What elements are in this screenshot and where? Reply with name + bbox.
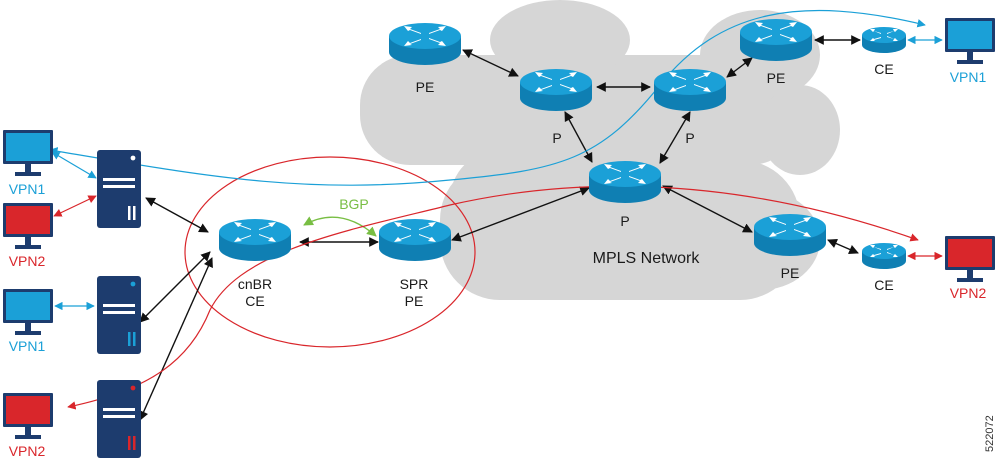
link-pe-br-to-ce-br xyxy=(827,239,859,254)
label-cnbr: cnBR xyxy=(238,276,272,292)
label-pe-bottom-right: PE xyxy=(781,265,800,281)
router-pe-top-left xyxy=(389,23,461,65)
router-cnbr xyxy=(219,219,291,261)
router-p-center xyxy=(589,161,661,203)
label-ce-top-right: CE xyxy=(874,61,893,77)
monitor-vpn1-left-1 xyxy=(3,130,53,176)
link-server3-to-cnbr xyxy=(139,257,213,421)
monitor-vpn1-right xyxy=(945,18,995,64)
link-vpn2-monitor1-server1 xyxy=(53,195,97,217)
monitor-vpn2-left-1 xyxy=(3,203,53,249)
label-vpn2-left-1: VPN2 xyxy=(9,253,46,269)
router-spr xyxy=(379,219,451,261)
link-p-center-to-spr xyxy=(451,186,590,242)
link-p-center-to-pe-br xyxy=(662,185,753,233)
monitor-vpn2-right xyxy=(945,236,995,282)
label-vpn2-left-2: VPN2 xyxy=(9,443,46,459)
router-pe-top-right xyxy=(740,19,812,61)
label-mpls-network: MPLS Network xyxy=(593,250,701,267)
monitor-vpn1-left-2 xyxy=(3,289,53,335)
vpn1-path xyxy=(49,9,926,186)
label-p-right: P xyxy=(685,130,694,146)
label-spr: SPR xyxy=(400,276,429,292)
monitor-vpn2-left-2 xyxy=(3,393,53,439)
router-p-left xyxy=(520,69,592,111)
label-ce-bottom-right: CE xyxy=(874,277,893,293)
label-pe-top-left: PE xyxy=(416,79,435,95)
server-1 xyxy=(97,150,141,228)
label-vpn1-left-2: VPN1 xyxy=(9,338,46,354)
link-server1-to-cnbr xyxy=(145,197,209,233)
router-ce-bottom-right xyxy=(862,243,906,269)
link-vpn1-monitor1-server1 xyxy=(51,151,97,179)
router-ce-top-right xyxy=(862,27,906,53)
label-p-center: P xyxy=(620,213,629,229)
router-p-right xyxy=(654,69,726,111)
figure-number: 522072 xyxy=(984,415,996,452)
bgp-arc xyxy=(303,216,377,237)
server-3 xyxy=(97,380,141,458)
router-pe-bottom-right xyxy=(754,214,826,256)
label-pe-top-right: PE xyxy=(767,70,786,86)
label-bgp: BGP xyxy=(339,196,369,212)
label-spr-pe: PE xyxy=(405,293,424,309)
label-vpn1-top-right: VPN1 xyxy=(950,69,987,85)
label-p-left: P xyxy=(552,130,561,146)
label-cnbr-ce: CE xyxy=(245,293,264,309)
vpn2-path xyxy=(67,185,919,410)
label-vpn2-right: VPN2 xyxy=(950,285,987,301)
label-vpn1-left-1: VPN1 xyxy=(9,181,46,197)
server-2 xyxy=(97,276,141,354)
